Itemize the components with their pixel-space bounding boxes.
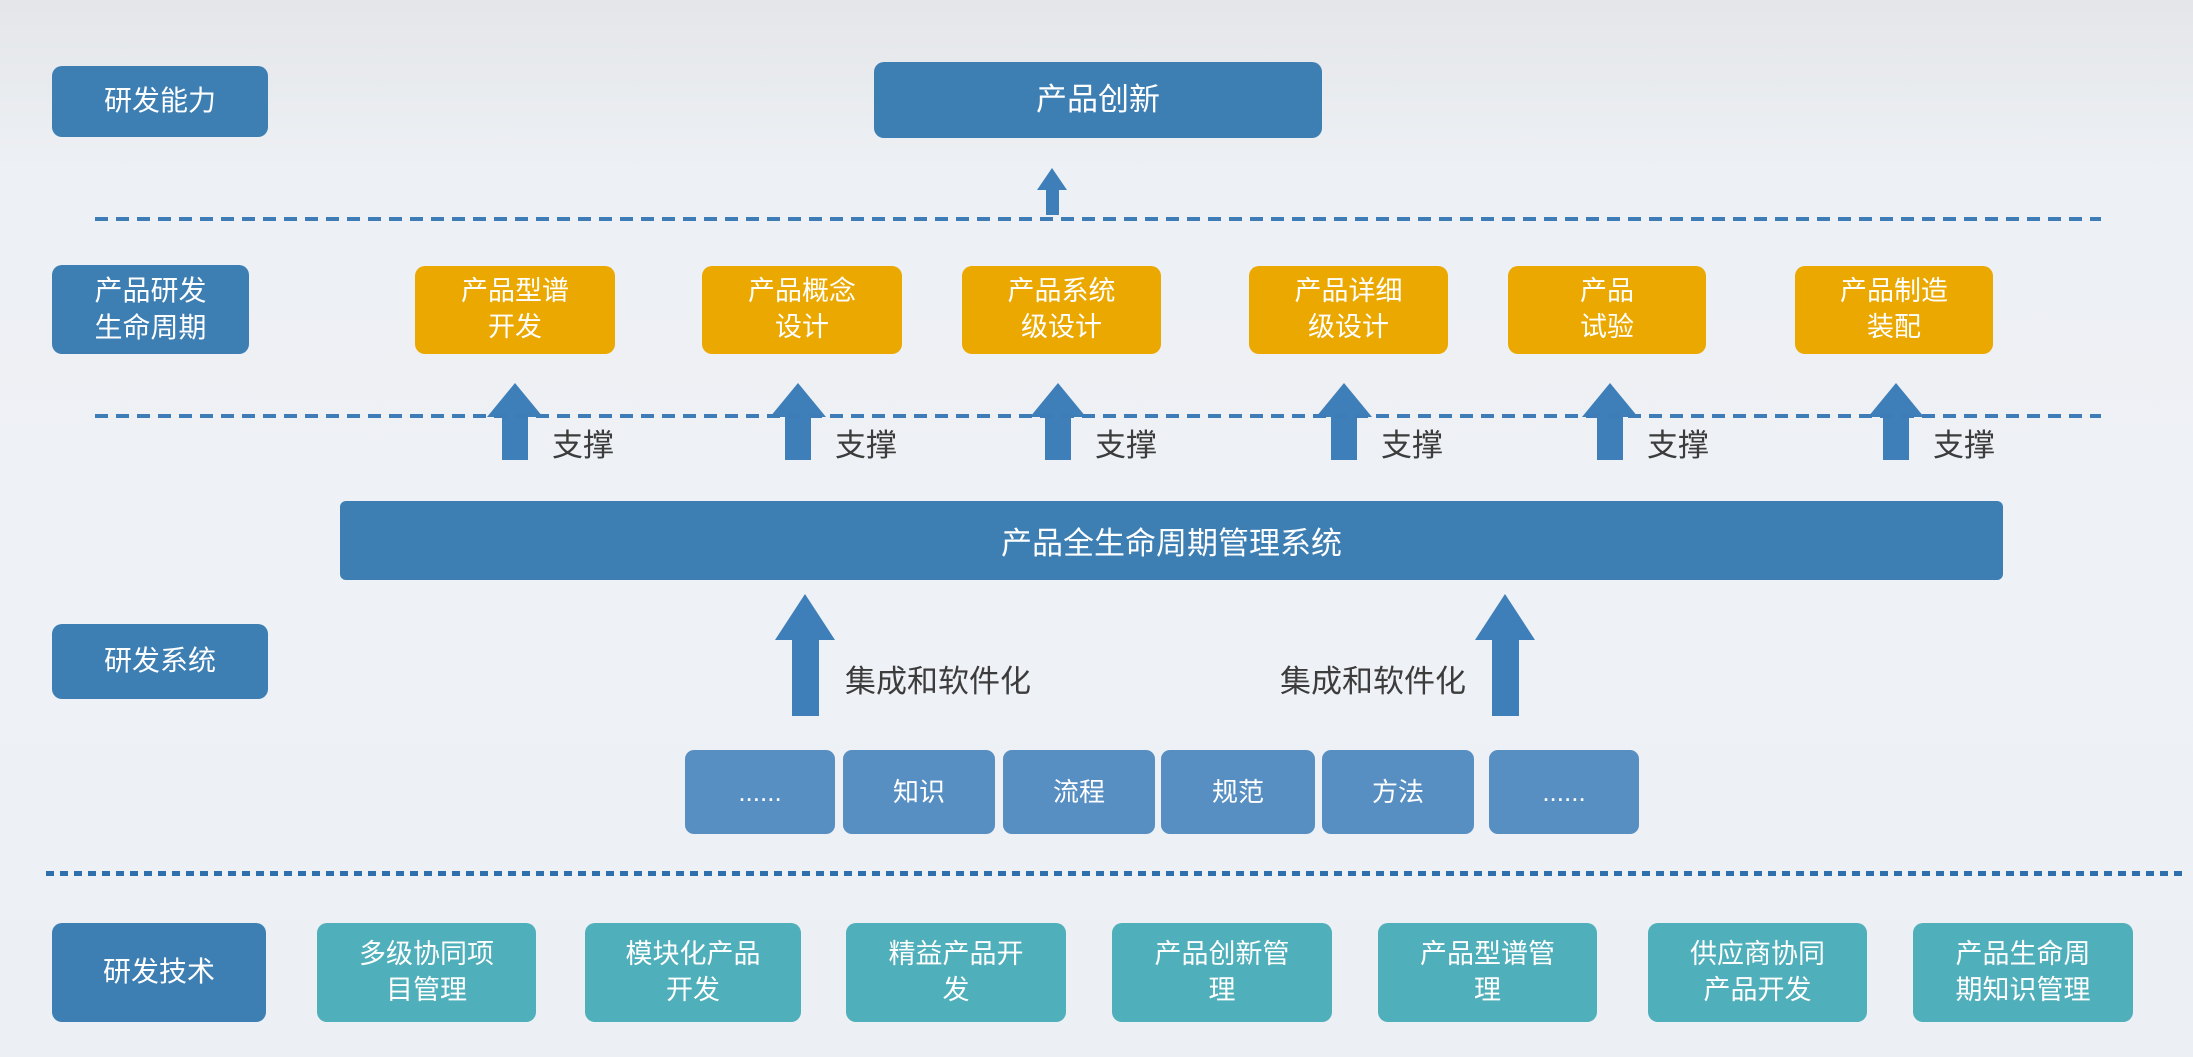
- dashed-divider-middle: [95, 414, 2101, 418]
- dotted-divider-bottom: [46, 871, 2182, 876]
- element-box-ellipsis: ......: [685, 750, 835, 834]
- stage-label: 产品详细 级设计: [1294, 276, 1403, 342]
- stage-label: 产品系统 级设计: [1007, 276, 1116, 342]
- side-box-lifecycle: 产品研发 生命周期: [52, 265, 249, 354]
- side-box-rd-system-label: 研发系统: [103, 645, 216, 677]
- box-product-innovation-label: 产品创新: [1036, 81, 1160, 117]
- stage-box-manufacture-assembly: 产品制造 装配: [1795, 266, 1993, 354]
- support-label: 支撑: [1095, 428, 1157, 463]
- support-arrow-icon: [487, 383, 543, 460]
- tech-box-innovation-mgmt: 产品创新管 理: [1112, 923, 1332, 1022]
- box-product-innovation: 产品创新: [874, 62, 1322, 138]
- tech-label: 产品创新管 理: [1154, 938, 1290, 1005]
- tech-label: 精益产品开 发: [888, 938, 1024, 1005]
- support-label: 支撑: [1933, 428, 1995, 463]
- element-box-ellipsis: ......: [1489, 750, 1639, 834]
- arrow-stem: [1491, 640, 1519, 716]
- stage-label: 产品概念 设计: [748, 276, 856, 342]
- element-box-process: 流程: [1003, 750, 1155, 834]
- tech-box-lean-product-dev: 精益产品开 发: [846, 923, 1066, 1022]
- integration-label-right: 集成和软件化: [1280, 664, 1466, 699]
- support-arrow-icon: [1030, 383, 1086, 460]
- arrow-head: [487, 383, 543, 417]
- element-box-standard: 规范: [1161, 750, 1315, 834]
- arrow-stem: [785, 417, 811, 460]
- side-box-rd-capability: 研发能力: [52, 66, 268, 137]
- stage-box-spectrum-development: 产品型谱 开发: [415, 266, 615, 354]
- support-label: 支撑: [1647, 428, 1709, 463]
- arrow-head: [1316, 383, 1372, 417]
- arrow-head: [1037, 168, 1067, 190]
- up-arrow-icon: [1037, 168, 1067, 215]
- arrow-head: [775, 594, 835, 640]
- stage-box-detail-design: 产品详细 级设计: [1249, 266, 1448, 354]
- tech-label: 产品生命周 期知识管理: [1955, 938, 2091, 1005]
- stage-label: 产品型谱 开发: [461, 276, 569, 342]
- arrow-stem: [1597, 417, 1623, 460]
- side-box-rd-technology: 研发技术: [52, 923, 266, 1022]
- integration-arrow-icon: [1475, 594, 1535, 716]
- integration-label-left: 集成和软件化: [845, 664, 1031, 699]
- side-box-lifecycle-label: 产品研发 生命周期: [94, 274, 207, 343]
- stage-label: 产品制造 装配: [1840, 276, 1948, 342]
- support-arrow-icon: [1316, 383, 1372, 460]
- arrow-head: [1582, 383, 1638, 417]
- stage-label: 产品 试验: [1580, 276, 1634, 342]
- element-box-knowledge: 知识: [843, 750, 995, 834]
- arrow-head: [770, 383, 826, 417]
- side-box-rd-technology-label: 研发技术: [102, 956, 215, 988]
- stage-box-concept-design: 产品概念 设计: [702, 266, 902, 354]
- dashed-divider-top: [95, 217, 2101, 221]
- element-label: 方法: [1371, 776, 1424, 807]
- arrow-head: [1030, 383, 1086, 417]
- side-box-rd-capability-label: 研发能力: [103, 85, 216, 117]
- arrow-stem: [791, 640, 819, 716]
- stage-box-product-test: 产品 试验: [1508, 266, 1706, 354]
- element-label: 流程: [1052, 776, 1105, 807]
- tech-label: 供应商协同 产品开发: [1690, 938, 1825, 1005]
- arrow-stem: [502, 417, 528, 460]
- tech-label: 多级协同项 目管理: [359, 938, 494, 1005]
- plm-system-bar: 产品全生命周期管理系统: [340, 501, 2003, 580]
- element-label: ......: [1542, 776, 1586, 807]
- support-label: 支撑: [1381, 428, 1443, 463]
- tech-label: 模块化产品 开发: [625, 938, 761, 1005]
- support-label: 支撑: [552, 428, 614, 463]
- arrow-stem: [1883, 417, 1909, 460]
- stage-box-system-design: 产品系统 级设计: [962, 266, 1161, 354]
- tech-box-multilevel-project-mgmt: 多级协同项 目管理: [317, 923, 536, 1022]
- tech-box-lifecycle-knowledge-mgmt: 产品生命周 期知识管理: [1913, 923, 2133, 1022]
- arrow-stem: [1045, 190, 1059, 215]
- support-arrow-icon: [770, 383, 826, 460]
- element-box-method: 方法: [1322, 750, 1474, 834]
- support-label: 支撑: [835, 428, 897, 463]
- element-label: 知识: [892, 776, 945, 807]
- arrow-stem: [1045, 417, 1071, 460]
- arrow-head: [1868, 383, 1924, 417]
- support-arrow-icon: [1868, 383, 1924, 460]
- element-label: 规范: [1211, 776, 1264, 807]
- arrow-head: [1475, 594, 1535, 640]
- side-box-rd-system: 研发系统: [52, 624, 268, 699]
- tech-label: 产品型谱管 理: [1420, 938, 1555, 1005]
- tech-box-spectrum-mgmt: 产品型谱管 理: [1378, 923, 1597, 1022]
- plm-system-bar-label: 产品全生命周期管理系统: [1001, 526, 1342, 561]
- arrow-stem: [1331, 417, 1357, 460]
- tech-box-modular-product-dev: 模块化产品 开发: [585, 923, 801, 1022]
- tech-box-supplier-collab-dev: 供应商协同 产品开发: [1648, 923, 1867, 1022]
- integration-arrow-icon: [775, 594, 835, 716]
- element-label: ......: [738, 776, 782, 807]
- support-arrow-icon: [1582, 383, 1638, 460]
